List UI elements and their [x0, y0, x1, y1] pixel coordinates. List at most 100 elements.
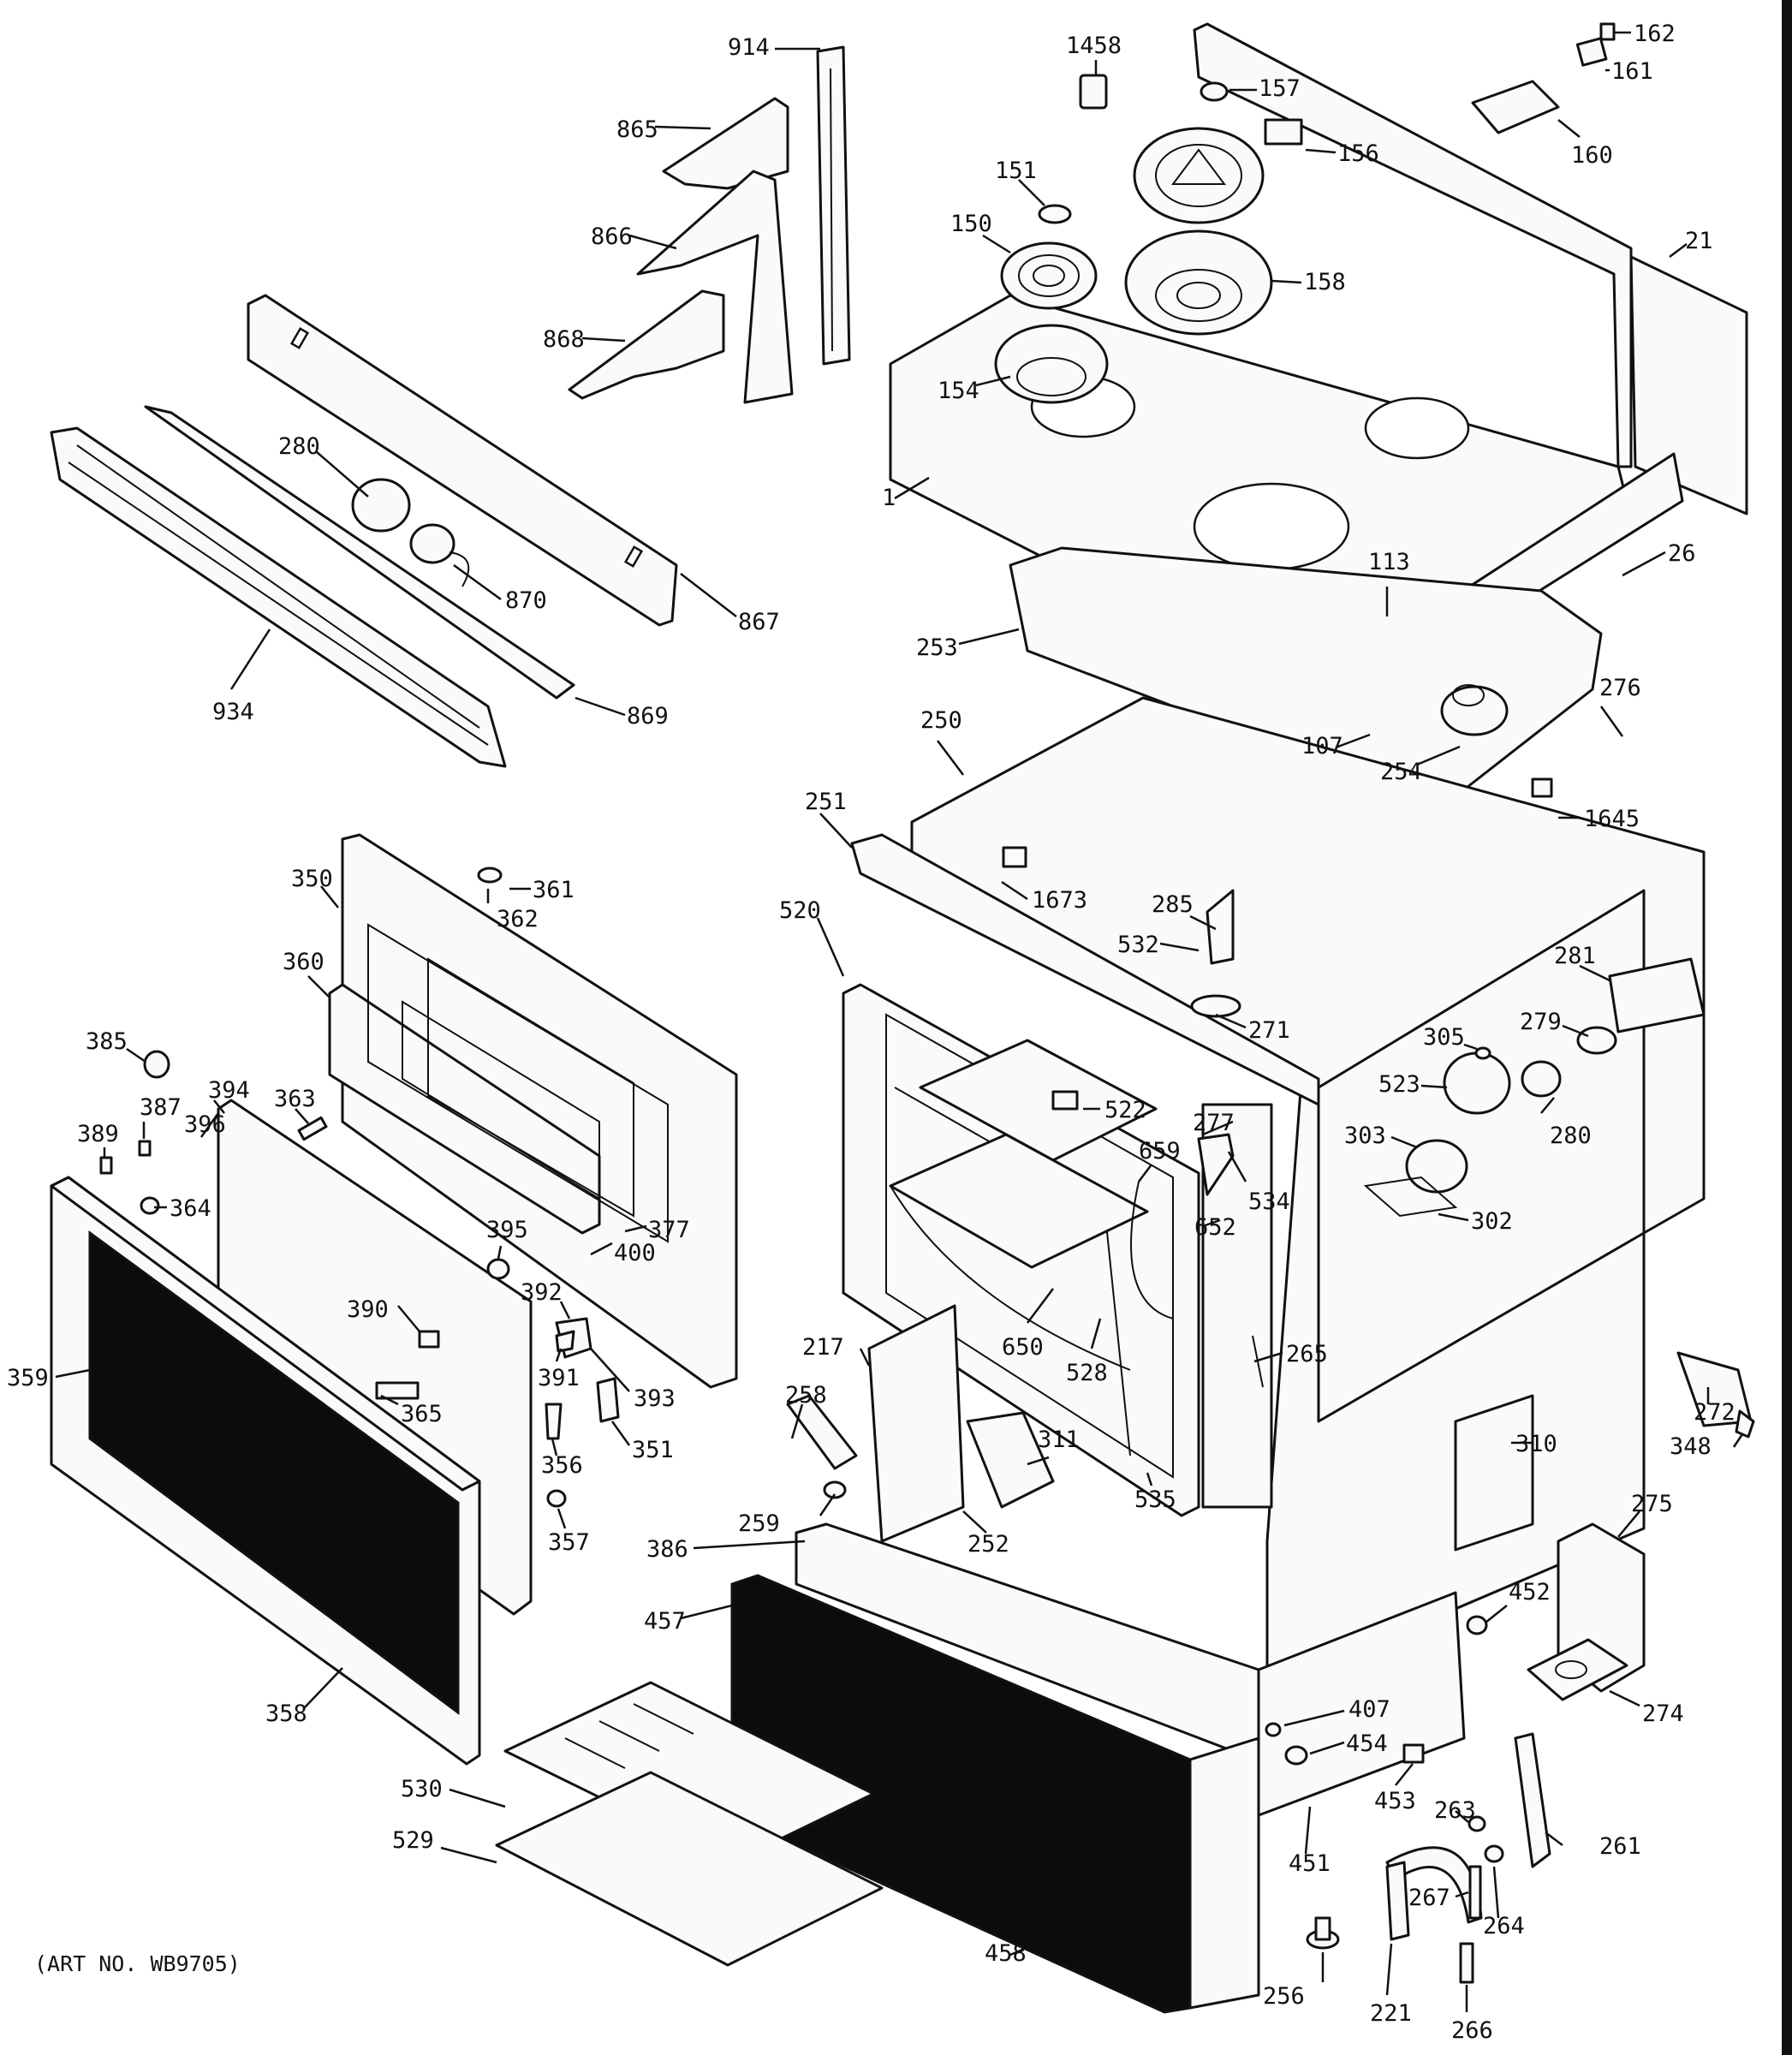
range-body-group: [786, 696, 1755, 1680]
callout-256: 256: [1263, 1983, 1305, 2010]
drawer-body-451: [1257, 1591, 1466, 1817]
callout-107: 107: [1301, 733, 1343, 759]
callout-361: 361: [533, 877, 575, 903]
door-liner-360: [328, 983, 601, 1235]
callout-535: 535: [1134, 1486, 1176, 1513]
link-391: [555, 1330, 575, 1353]
callout-277: 277: [1193, 1110, 1235, 1136]
foot-259: [823, 1480, 847, 1499]
receptacle-1458: [1079, 74, 1108, 110]
callout-377: 377: [648, 1217, 690, 1243]
callout-867: 867: [738, 609, 780, 635]
callout-865: 865: [616, 116, 658, 143]
drawer-group: [495, 1522, 1646, 2014]
gasket-302: [1363, 1176, 1458, 1218]
callout-359: 359: [7, 1365, 49, 1391]
clip-348: [1735, 1409, 1755, 1438]
callout-348: 348: [1670, 1433, 1712, 1460]
handle-365: [375, 1381, 420, 1400]
callout-279: 279: [1520, 1009, 1562, 1035]
wire-534: [1197, 1133, 1235, 1196]
callout-26: 26: [1668, 540, 1696, 567]
spring-267: [1468, 1865, 1482, 1920]
trim-rail-867: [247, 294, 678, 627]
callout-394: 394: [208, 1077, 250, 1104]
bumper-454: [1284, 1745, 1308, 1766]
callout-914: 914: [728, 34, 770, 61]
terminal-block: [1264, 118, 1303, 146]
clip-161: [1575, 37, 1608, 67]
callout-389: 389: [77, 1121, 119, 1147]
callout-154: 154: [938, 378, 979, 404]
screw-361: [477, 867, 503, 884]
callout-650: 650: [1002, 1334, 1044, 1361]
callout-274: 274: [1642, 1701, 1684, 1727]
corner-post-914: [816, 45, 851, 366]
callout-252: 252: [967, 1531, 1009, 1558]
callout-272: 272: [1694, 1399, 1735, 1426]
callout-261: 261: [1599, 1833, 1641, 1860]
callout-357: 357: [548, 1529, 590, 1556]
callout-869: 869: [627, 703, 669, 730]
pin-356: [545, 1403, 563, 1440]
oven-rack-652: [889, 1133, 1149, 1269]
clip-1645: [1531, 777, 1553, 798]
drip-pan-154: [994, 324, 1109, 404]
callout-267: 267: [1408, 1885, 1450, 1911]
lens-523: [1443, 1051, 1511, 1115]
bracket-865: [662, 97, 789, 190]
callout-280-bulb: 280: [1550, 1123, 1592, 1149]
callout-407: 407: [1348, 1696, 1390, 1723]
surface-opening: [1193, 482, 1350, 571]
callout-264: 264: [1483, 1913, 1525, 1939]
surface-element-156: [1133, 127, 1265, 224]
callout-217: 217: [802, 1334, 844, 1361]
lens-303: [1405, 1139, 1468, 1194]
callout-160: 160: [1571, 142, 1613, 169]
bake-element-650: [890, 1185, 1131, 1371]
shelf-brackets-group: [568, 45, 851, 404]
backsplash-frame: [1193, 22, 1633, 468]
door-handle-trim: [50, 1176, 481, 1492]
screw-162: [1599, 22, 1616, 41]
door-frame-350: [341, 833, 738, 1389]
spacer-364: [140, 1196, 160, 1215]
broiler-grid-529: [495, 1771, 884, 1967]
callout-285: 285: [1152, 891, 1194, 918]
callout-400: 400: [614, 1240, 656, 1266]
socket-279: [1576, 1026, 1617, 1055]
callout-452: 452: [1509, 1579, 1551, 1605]
callout-530: 530: [401, 1776, 443, 1802]
callout-280-lamp: 280: [278, 433, 320, 460]
callout-457: 457: [644, 1608, 686, 1635]
back-panel-21: [1629, 255, 1748, 515]
callout-934: 934: [212, 699, 254, 725]
art-number: (ART NO. WB9705): [34, 1951, 241, 1976]
callout-303: 303: [1344, 1123, 1386, 1149]
callout-161: 161: [1611, 58, 1653, 85]
callout-520: 520: [779, 897, 821, 924]
bracket-217: [867, 1304, 965, 1543]
clip-395: [486, 1258, 510, 1280]
callout-221: 221: [1370, 2000, 1412, 2027]
callout-358: 358: [265, 1701, 307, 1727]
glass-strip-869: [144, 405, 575, 700]
panel-866: [636, 170, 794, 404]
callout-258: 258: [785, 1382, 827, 1409]
callout-652: 652: [1194, 1214, 1236, 1241]
bracket-160: [1471, 80, 1560, 134]
callout-385: 385: [86, 1028, 128, 1055]
screw-305: [1474, 1046, 1491, 1060]
drawer-front-trim-458: [1188, 1736, 1260, 2010]
callout-275: 275: [1631, 1491, 1673, 1517]
callout-311: 311: [1038, 1427, 1080, 1453]
callout-276: 276: [1599, 675, 1641, 701]
hinge-351: [596, 1377, 620, 1423]
callout-253: 253: [916, 634, 958, 661]
clip-453: [1402, 1743, 1425, 1764]
bracket-311: [966, 1411, 1055, 1509]
lamp-bulb-280: [351, 478, 411, 533]
callout-396: 396: [184, 1111, 226, 1138]
callout-870: 870: [505, 587, 547, 614]
clip-1673: [1002, 846, 1027, 868]
